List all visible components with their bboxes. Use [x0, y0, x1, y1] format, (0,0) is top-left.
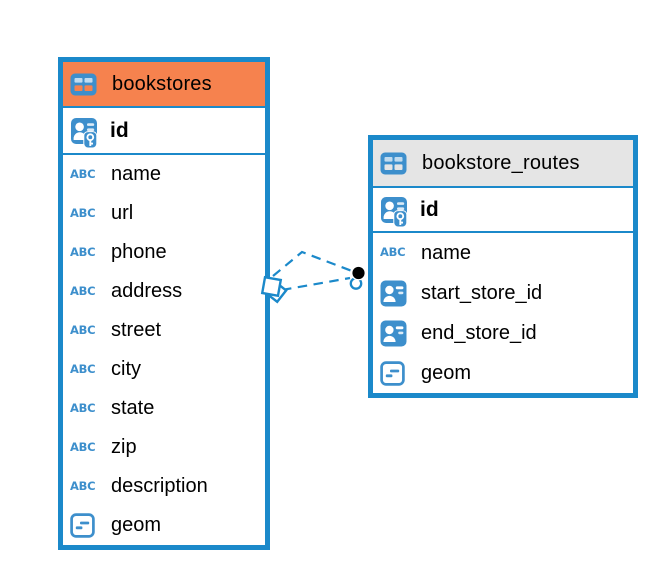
column-row[interactable]: ABC name: [63, 155, 265, 194]
foreign-key-icon: [380, 320, 411, 347]
table-bookstore-routes[interactable]: bookstore_routes id ABC name: [368, 135, 638, 398]
column-label: phone: [111, 241, 167, 263]
column-row[interactable]: ABC city: [63, 350, 265, 389]
table-bookstores-header[interactable]: bookstores: [63, 62, 265, 108]
text-column-icon: ABC: [70, 361, 96, 376]
column-label: state: [111, 397, 155, 419]
column-row[interactable]: ABC street: [63, 311, 265, 350]
table-icon: [380, 152, 411, 175]
column-row[interactable]: end_store_id: [373, 313, 633, 353]
column-label: address: [111, 280, 183, 302]
column-row[interactable]: ABC phone: [63, 233, 265, 272]
column-row[interactable]: geom: [373, 353, 633, 393]
column-row[interactable]: ABC description: [63, 467, 265, 506]
relationship-line-upper: [272, 250, 353, 277]
column-label: geom: [111, 514, 162, 536]
table-bookstore-routes-header[interactable]: bookstore_routes: [373, 140, 633, 188]
table-icon: [70, 73, 101, 96]
one-end-dot-marker: [351, 265, 367, 281]
column-label: description: [111, 475, 208, 497]
column-label: name: [421, 241, 472, 264]
column-row[interactable]: ABC zip: [63, 428, 265, 467]
column-label: street: [111, 319, 162, 341]
text-column-icon: ABC: [70, 244, 96, 259]
geometry-column-icon: [70, 513, 101, 538]
column-row[interactable]: ABC name: [373, 233, 633, 273]
column-label: start_store_id: [421, 281, 543, 304]
text-column-icon: ABC: [70, 478, 96, 493]
column-row[interactable]: ABC address: [63, 272, 265, 311]
table-bookstores[interactable]: bookstores id ABC name: [58, 57, 270, 550]
primary-key-icon: [380, 196, 411, 228]
column-row[interactable]: start_store_id: [373, 273, 633, 313]
column-label: id: [110, 118, 129, 142]
table-name: bookstores: [112, 72, 212, 95]
column-label: url: [111, 202, 134, 224]
column-row[interactable]: ABC url: [63, 194, 265, 233]
column-label: zip: [111, 436, 137, 458]
geometry-column-icon: [380, 360, 411, 386]
column-row[interactable]: id: [373, 188, 633, 233]
column-label: city: [111, 358, 141, 380]
column-label: id: [420, 197, 439, 221]
column-row[interactable]: geom: [63, 506, 265, 545]
many-end-diamond-marker: [260, 275, 288, 304]
text-column-icon: ABC: [70, 283, 96, 298]
text-column-icon: ABC: [70, 322, 96, 337]
relationship-connector[interactable]: [260, 250, 367, 304]
text-column-icon: ABC: [70, 166, 96, 181]
text-column-icon: ABC: [70, 400, 96, 415]
text-column-icon: ABC: [70, 205, 96, 220]
primary-key-icon: [70, 117, 101, 149]
column-label: geom: [421, 361, 472, 384]
foreign-key-icon: [380, 280, 411, 307]
relationship-line-lower: [281, 276, 351, 292]
column-label: name: [111, 163, 162, 185]
table-name: bookstore_routes: [422, 151, 580, 174]
column-row[interactable]: id: [63, 108, 265, 155]
column-row[interactable]: ABC state: [63, 389, 265, 428]
text-column-icon: ABC: [70, 439, 96, 454]
column-label: end_store_id: [421, 321, 537, 344]
text-column-icon: ABC: [380, 245, 406, 260]
